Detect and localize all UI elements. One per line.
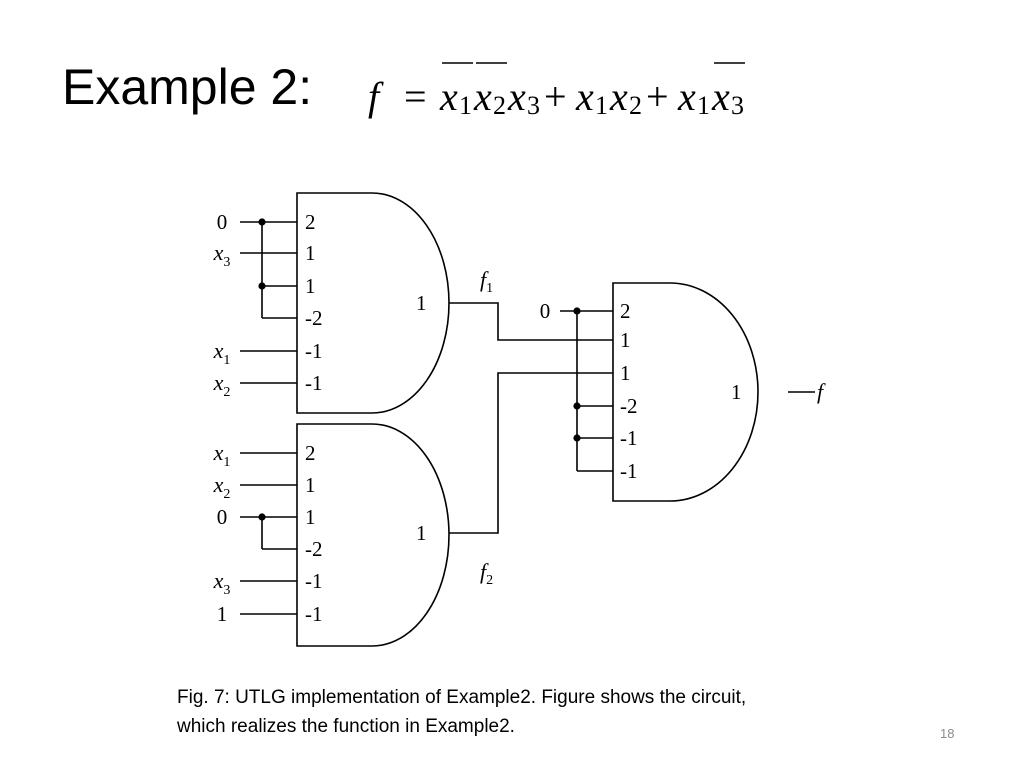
- gate2-input-label: 1: [217, 602, 228, 626]
- gate1-input-label: x3: [213, 240, 231, 270]
- gate3-weight: 1: [620, 328, 631, 352]
- gate3-body: [612, 282, 759, 502]
- caption-line-2: which realizes the function in Example2.: [177, 716, 515, 737]
- gate2-input-label: 0: [217, 505, 228, 529]
- junction-dot: [573, 307, 581, 315]
- gate2-input-label: x2: [213, 472, 231, 502]
- gate1-weight: -2: [305, 306, 323, 330]
- gate2-weight: 2: [305, 441, 316, 465]
- gate2-output-label: f2: [480, 559, 493, 588]
- gate2-weight: -1: [305, 602, 323, 626]
- gate3-weight: -1: [620, 459, 638, 483]
- gate2-input-label: x3: [213, 568, 231, 598]
- junction-dot: [258, 513, 266, 521]
- gate1-weight: -1: [305, 371, 323, 395]
- gate2-threshold: 1: [416, 521, 427, 545]
- gate1-body: [296, 192, 450, 414]
- junction-dot: [573, 434, 581, 442]
- gate3-input-label: 0: [540, 299, 551, 323]
- gate1-output-label: f1: [480, 267, 493, 296]
- gate3-weight: -1: [620, 426, 638, 450]
- junction-dot: [258, 282, 266, 290]
- gate2-weight: 1: [305, 505, 316, 529]
- gate2-input-label: x1: [213, 440, 231, 470]
- gate1-input-label: x1: [213, 338, 231, 368]
- gate2-weight: -2: [305, 537, 323, 561]
- gate2-weight: -1: [305, 569, 323, 593]
- gate3-output-label: f: [817, 379, 826, 404]
- gate3-weight: 2: [620, 299, 631, 323]
- gate2-weight: 1: [305, 473, 316, 497]
- figure-caption: Fig. 7: UTLG implementation of Example2.…: [177, 683, 897, 741]
- gate1-weight: 1: [305, 274, 316, 298]
- gate1-input-label: x2: [213, 370, 231, 400]
- gate1-weight: 1: [305, 241, 316, 265]
- gate1-weight: -1: [305, 339, 323, 363]
- caption-line-1: Fig. 7: UTLG implementation of Example2.…: [177, 687, 747, 708]
- gate3-threshold: 1: [731, 380, 742, 404]
- gate1-threshold: 1: [416, 291, 427, 315]
- slide-title: Example 2:: [62, 59, 313, 115]
- gate1-input-label: 0: [217, 210, 228, 234]
- gate3-weight: -2: [620, 394, 638, 418]
- junction-dot: [573, 402, 581, 410]
- gate2-body: [296, 423, 450, 647]
- junction-dot: [258, 218, 266, 226]
- gate1-weight: 2: [305, 210, 316, 234]
- slide-number: 18: [940, 726, 955, 741]
- gate3-weight: 1: [620, 361, 631, 385]
